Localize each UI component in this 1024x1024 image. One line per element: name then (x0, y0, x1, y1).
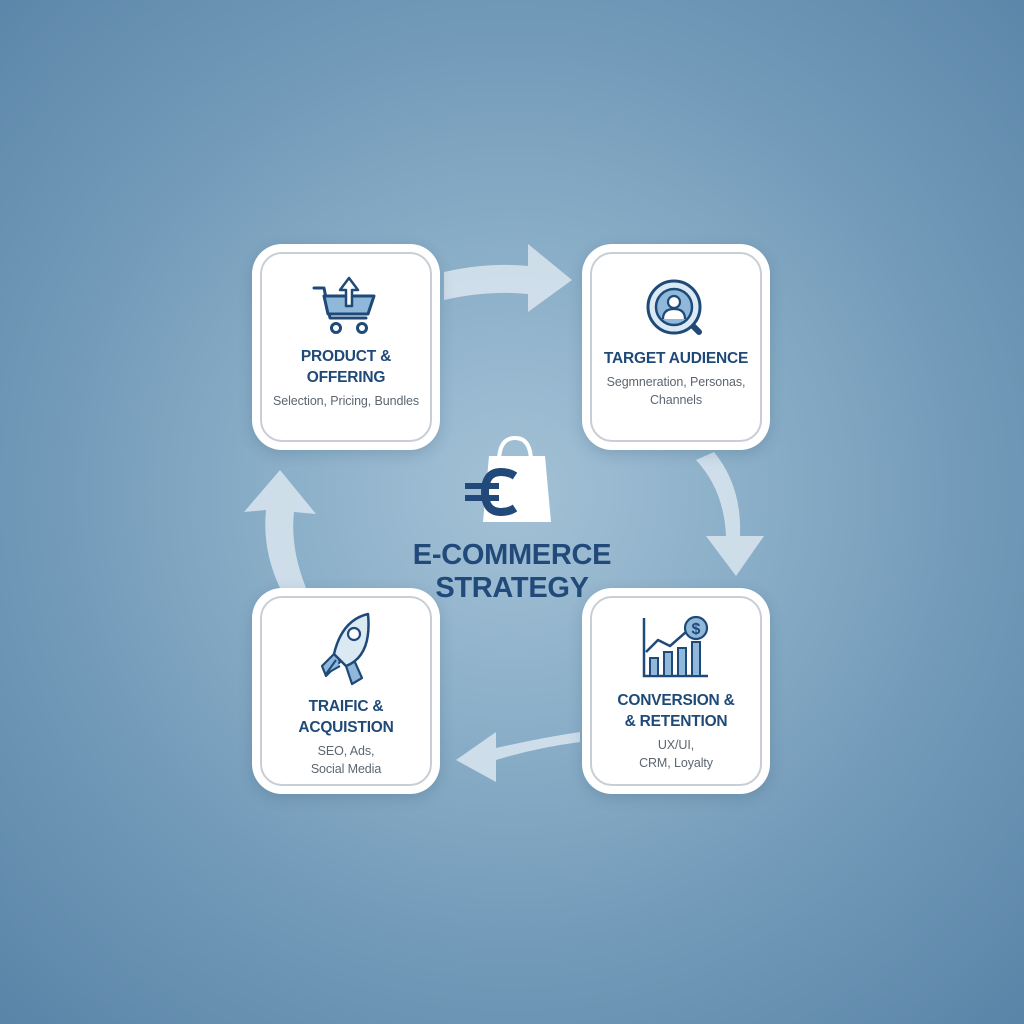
arrow-left-up (244, 470, 316, 588)
card-target-audience: TARGET AUDIENCE Segmneration, Personas, … (590, 252, 762, 442)
card-conversion-title: CONVERSION & & RETENTION (617, 692, 735, 730)
card-traffic-title: TRAIFIC & ACQUISTION (298, 698, 394, 736)
card-traffic-acquisition: TRAIFIC & ACQUISTION SEO, Ads, Social Me… (260, 596, 432, 786)
card-audience-subtitle: Segmneration, Personas, Channels (606, 375, 746, 407)
center-hub: E-COMMERCE STRATEGY (392, 432, 632, 605)
person-search-icon (646, 279, 702, 335)
bar-chart-dollar-icon: $ (642, 615, 709, 678)
card-conversion-subtitle: UX/UI, CRM, Loyalty (639, 738, 713, 770)
center-title: E-COMMERCE STRATEGY (412, 539, 612, 604)
card-product-title: PRODUCT & OFFERING (300, 348, 392, 386)
card-conversion-retention: $ CONVERSION & & RETENTION UX/UI, CRM, L… (590, 596, 762, 786)
card-audience-title: TARGET AUDIENCE (603, 350, 749, 367)
shopping-cart-upload-icon (312, 276, 376, 334)
card-product-offering: PRODUCT & OFFERING Selection, Pricing, B… (260, 252, 432, 442)
rocket-icon (320, 612, 370, 686)
arrow-top-right (444, 244, 572, 312)
arrow-right-down (696, 452, 764, 576)
svg-text:$: $ (692, 621, 701, 638)
euro-shopping-bag-icon (465, 435, 551, 522)
arrow-bottom-left (456, 732, 580, 782)
card-traffic-subtitle: SEO, Ads, Social Media (310, 744, 382, 776)
card-product-subtitle: Selection, Pricing, Bundles (273, 394, 419, 408)
